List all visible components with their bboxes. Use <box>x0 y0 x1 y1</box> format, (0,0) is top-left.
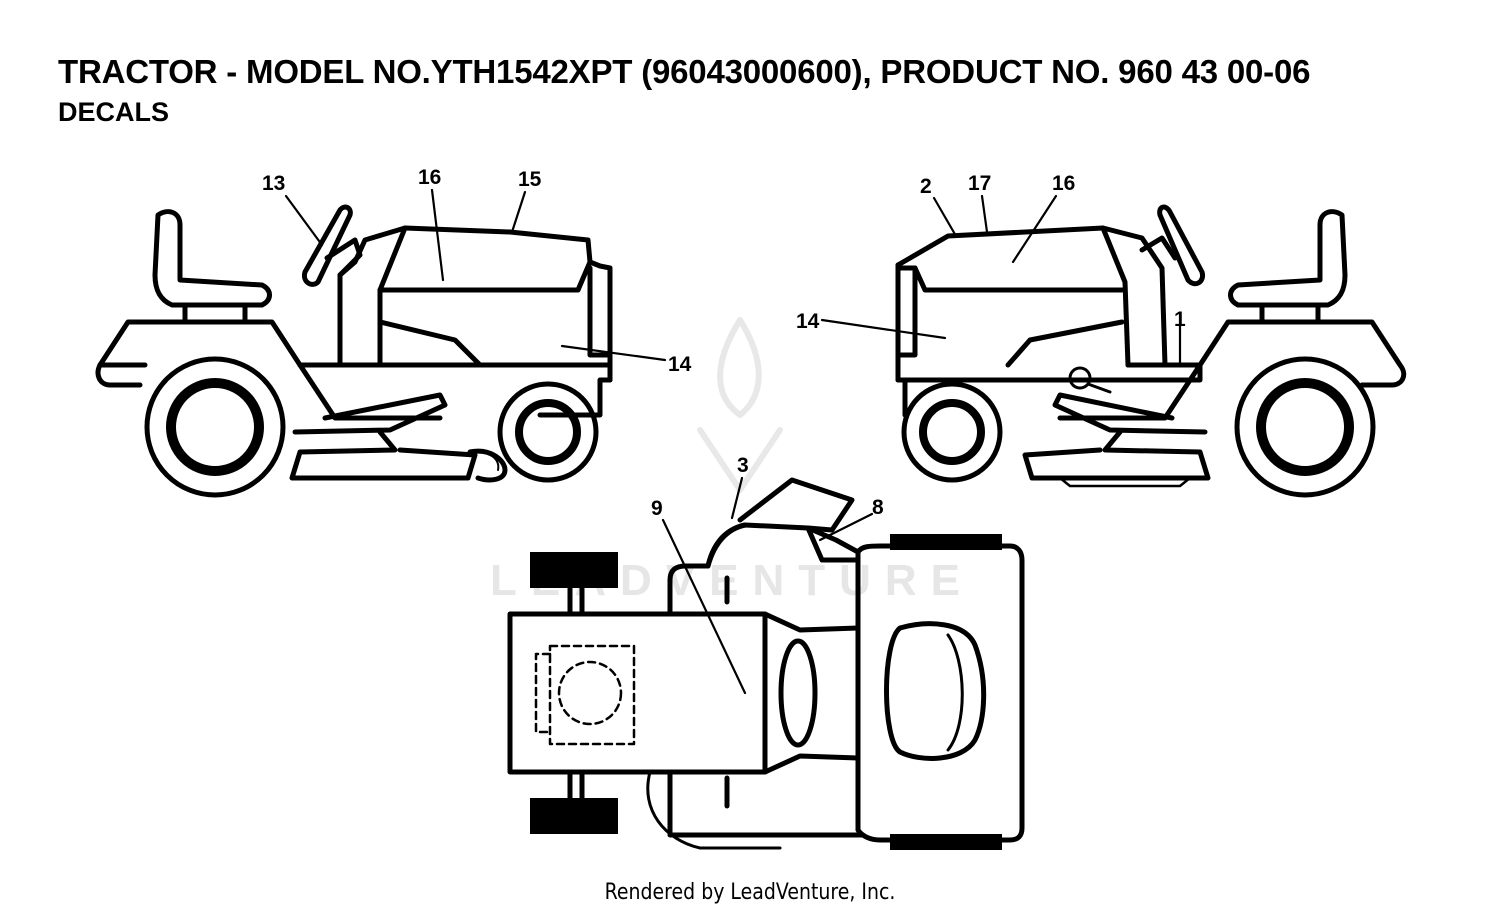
leader-lines-top <box>661 476 874 695</box>
callout-14-right: 14 <box>796 310 820 333</box>
callout-3-top: 3 <box>737 454 749 477</box>
callout-14-left: 14 <box>668 353 692 376</box>
callout-labels: 13 16 15 14 2 17 16 14 1 3 8 9 <box>262 166 1186 520</box>
callout-15-left: 15 <box>518 168 542 191</box>
page-title: TRACTOR - MODEL NO.YTH1542XPT (960430006… <box>58 53 1311 90</box>
leader-lines-left <box>284 188 667 362</box>
callout-2-right: 2 <box>920 175 932 198</box>
page-subtitle: DECALS <box>58 97 170 127</box>
callout-8-top: 8 <box>872 496 884 519</box>
callout-1-right: 1 <box>1174 308 1186 331</box>
leader-lines-right <box>820 194 1182 368</box>
tractor-left-side-view <box>95 188 667 498</box>
callout-16-left: 16 <box>418 166 441 189</box>
callout-13-left: 13 <box>262 172 285 195</box>
tractor-top-view <box>507 476 1025 850</box>
callout-16-right: 16 <box>1052 172 1075 195</box>
callout-17-right: 17 <box>968 172 991 195</box>
callout-9-top: 9 <box>651 497 663 520</box>
footer-credit: Rendered by LeadVenture, Inc. <box>604 880 896 905</box>
tractor-right-side-view <box>820 194 1407 498</box>
